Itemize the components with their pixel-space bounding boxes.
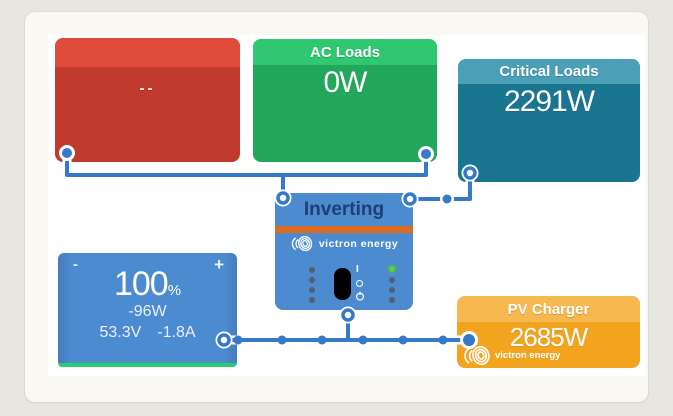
led-indicator — [389, 287, 395, 293]
grid-value: -- — [139, 80, 156, 97]
grid-tile-header — [55, 38, 240, 67]
ac-loads-label: AC Loads — [253, 39, 437, 65]
led-indicator — [309, 267, 315, 273]
pv-charger-value: 2685W — [509, 322, 588, 352]
inverter-brand-label: victron energy — [318, 237, 399, 250]
battery-power: -96W — [128, 303, 167, 320]
plus-sign: + — [214, 255, 224, 274]
led-indicator — [309, 297, 315, 303]
tile-critical-loads[interactable]: Critical Loads 2291W — [458, 59, 640, 182]
led-indicator — [389, 266, 395, 272]
rocker-switch[interactable] — [334, 268, 351, 300]
power-icon — [355, 291, 365, 301]
led-indicator — [309, 277, 315, 283]
battery-soc-bar — [58, 363, 237, 367]
pv-charger-label: PV Charger — [457, 296, 640, 322]
inverter-accent-stripe — [275, 226, 413, 233]
tile-inverter[interactable]: Inverting victron energy I — [275, 193, 413, 310]
minus-sign: - — [73, 256, 78, 273]
battery-soc-value: 100 — [113, 265, 169, 303]
battery-voltage: 53.3V — [99, 324, 142, 341]
switch-on-label: I — [356, 264, 359, 275]
battery-soc: 100% — [58, 267, 237, 301]
battery-soc-unit: % — [167, 282, 182, 299]
led-indicator — [309, 287, 315, 293]
switch-off-icon — [356, 280, 363, 287]
victron-swirl-icon — [290, 235, 314, 252]
battery-current: -1.8A — [157, 324, 196, 341]
ac-loads-value: 0W — [323, 66, 368, 99]
led-indicator — [389, 277, 395, 283]
dashboard-card: -- AC Loads 0W Critical Loads 2291W Inve… — [25, 12, 648, 402]
critical-loads-label: Critical Loads — [458, 59, 640, 84]
tile-grid-input[interactable]: -- — [55, 38, 240, 162]
dc-bus-junction-dots — [233, 335, 448, 345]
inverter-status: Inverting — [303, 199, 385, 220]
battery-terminal-negative — [70, 244, 96, 256]
led-indicator — [389, 297, 395, 303]
victron-swirl-icon — [462, 345, 492, 366]
tile-ac-loads[interactable]: AC Loads 0W — [253, 39, 437, 162]
system-overview-diagram: -- AC Loads 0W Critical Loads 2291W Inve… — [48, 35, 645, 376]
critical-loads-value: 2291W — [503, 85, 595, 118]
pv-brand-label: victron energy — [495, 350, 561, 361]
tile-battery[interactable]: - + 100% -96W 53.3V -1.8A — [58, 244, 237, 367]
tile-pv-charger[interactable]: PV Charger 2685W victron energy — [457, 296, 640, 368]
